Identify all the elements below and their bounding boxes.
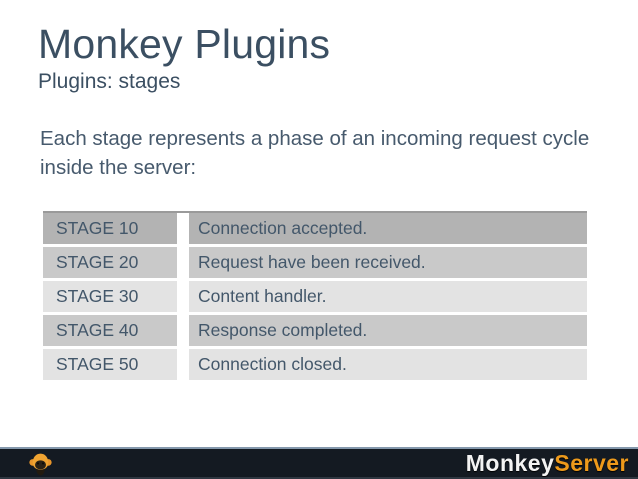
table-row: STAGE 30 Content handler. [43,281,587,312]
description-cell: Connection closed. [189,349,587,380]
table-row: STAGE 50 Connection closed. [43,349,587,380]
table-row: STAGE 20 Request have been received. [43,247,587,278]
description-cell: Response completed. [189,315,587,346]
slide-title: Monkey Plugins [38,21,331,67]
stage-cell: STAGE 50 [43,349,177,380]
stage-cell: STAGE 30 [43,281,177,312]
description-cell: Content handler. [189,281,587,312]
slide-subtitle: Plugins: stages [38,70,181,93]
table-row: STAGE 10 Connection accepted. [43,211,587,244]
description-cell: Connection accepted. [189,213,587,244]
stage-cell: STAGE 20 [43,247,177,278]
stage-cell: STAGE 40 [43,315,177,346]
footer-bar: MonkeyServer [0,447,638,479]
description-cell: Request have been received. [189,247,587,278]
stages-table: STAGE 10 Connection accepted. STAGE 20 R… [43,211,587,383]
stage-cell: STAGE 10 [43,213,177,244]
table-row: STAGE 40 Response completed. [43,315,587,346]
logo-server-text: Server [554,449,629,476]
body-text: Each stage represents a phase of an inco… [40,127,590,179]
logo-monkey-text: Monkey [465,449,555,476]
monkey-logo-icon [29,453,52,476]
monkeyserver-logo: MonkeyServer [466,450,629,477]
